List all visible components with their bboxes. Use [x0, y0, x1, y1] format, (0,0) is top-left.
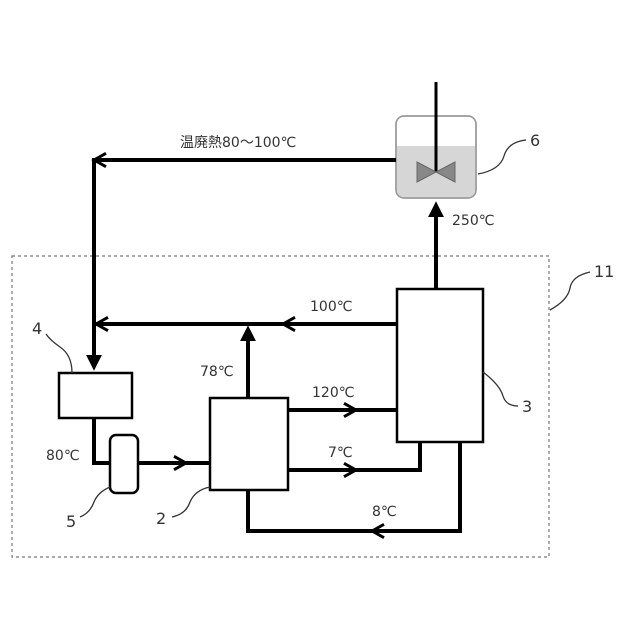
label-80: 80℃: [46, 448, 80, 464]
label-100: 100℃: [310, 299, 352, 315]
label-120: 120℃: [312, 385, 354, 401]
ref-number-2: 2: [156, 509, 166, 528]
label-8: 8℃: [372, 504, 397, 520]
line-4-5: [94, 418, 109, 463]
tank-6: [396, 82, 476, 198]
label-waste-heat: 温廃熱80～100℃: [180, 134, 296, 151]
label-7: 7℃: [328, 445, 353, 461]
unit-5: [110, 435, 138, 493]
unit-2: [210, 398, 288, 490]
ref-number-11: 11: [594, 262, 614, 281]
ref-number-5: 5: [66, 512, 76, 531]
unit-4: [59, 373, 132, 418]
unit-3: [397, 289, 483, 442]
waste-heat-line: [94, 160, 396, 366]
ref-number-4: 4: [32, 319, 42, 338]
ref-number-6: 6: [530, 131, 540, 150]
label-78: 78℃: [200, 364, 234, 380]
line-7: [288, 443, 420, 470]
ref-number-3: 3: [522, 397, 532, 416]
label-250: 250℃: [452, 213, 494, 229]
